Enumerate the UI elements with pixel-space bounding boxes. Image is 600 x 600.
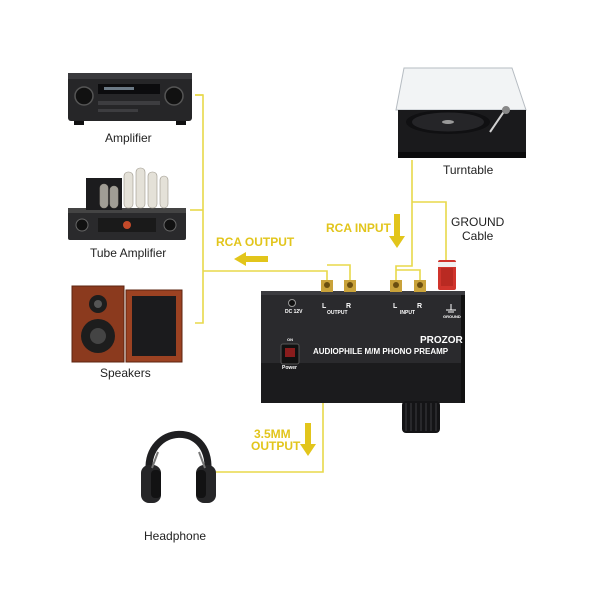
- output-label: OUTPUT: [327, 310, 348, 316]
- mm-output-label: 3.5MM: [254, 427, 291, 441]
- rca-output-jacks: [321, 280, 356, 292]
- rca-output-wire-right: [327, 264, 351, 282]
- ground-wire: [412, 201, 447, 262]
- speakers-icon: [71, 285, 183, 363]
- power-label: Power: [282, 365, 298, 371]
- phono-preamp: [261, 260, 465, 433]
- amplifier-label: Amplifier: [105, 131, 152, 145]
- brand-label: PROZOR: [420, 335, 463, 346]
- rca-output-wire: [203, 270, 328, 282]
- volume-knob[interactable]: [402, 401, 440, 433]
- dc-jack-icon: [288, 299, 296, 307]
- av-receiver-icon: [68, 73, 192, 125]
- rca-output-label: RCA OUTPUT: [216, 235, 295, 249]
- input-label: INPUT: [400, 310, 415, 316]
- ground-plug-icon: [438, 260, 456, 290]
- output-left-label: L: [322, 303, 327, 310]
- ground-cable-label: Cable: [462, 229, 494, 243]
- headphone-label: Headphone: [144, 529, 207, 543]
- arrows: [234, 214, 405, 456]
- output-bus-wire: [195, 94, 204, 324]
- headphone-icon: [141, 430, 216, 503]
- mm-output-label-2: OUTPUT: [251, 439, 301, 453]
- wires: [190, 94, 447, 473]
- power-switch[interactable]: [280, 343, 300, 365]
- output-right-label: R: [346, 303, 352, 310]
- rca-input-arrow: [389, 214, 405, 248]
- ground-label: GROUND: [451, 215, 505, 229]
- rca-input-jacks: [390, 280, 426, 292]
- turntable-label: Turntable: [443, 163, 494, 177]
- ground-symbol-icon: [446, 304, 456, 313]
- tube-amp-icon: [68, 167, 186, 240]
- input-left-label: L: [393, 303, 398, 310]
- rca-input-wire-right: [396, 269, 421, 282]
- model-label: AUDIOPHILE M/M PHONO PREAMP: [313, 347, 449, 356]
- ground-panel-label: GROUND: [443, 314, 461, 319]
- rca-output-arrow: [234, 252, 268, 266]
- speakers-label: Speakers: [100, 366, 151, 380]
- input-right-label: R: [417, 303, 423, 310]
- power-on-label: ON: [287, 337, 293, 342]
- mm-output-arrow: [300, 423, 316, 456]
- tube-amplifier-label: Tube Amplifier: [90, 246, 167, 260]
- dc-label: DC 12V: [285, 309, 303, 315]
- rca-input-wire: [395, 202, 413, 282]
- headphone-wire: [198, 402, 324, 473]
- turntable-icon: [395, 67, 527, 158]
- rca-input-label: RCA INPUT: [326, 221, 391, 235]
